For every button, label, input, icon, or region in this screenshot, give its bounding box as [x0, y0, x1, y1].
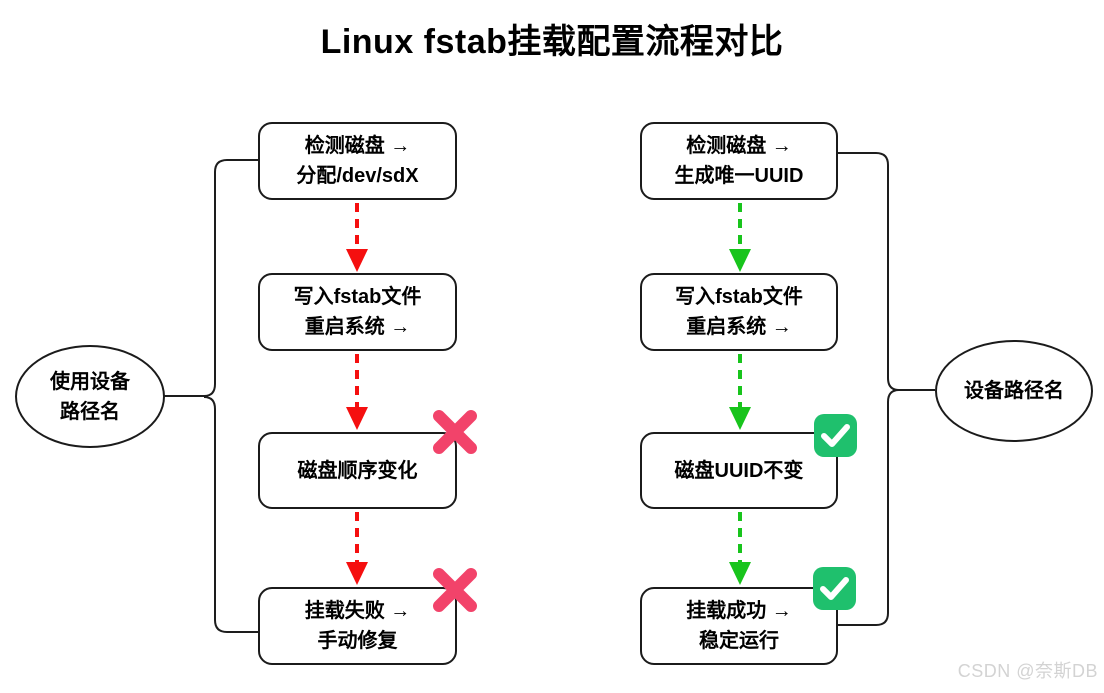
flow-node-write-fstab-right: 写入fstab文件 重启系统 → [640, 273, 838, 351]
flow-node-mount-success: 挂载成功 → 稳定运行 [640, 587, 838, 665]
flow-node-disk-order-change: 磁盘顺序变化 [258, 432, 457, 509]
flow-node-mount-failure: 挂载失败 → 手动修复 [258, 587, 457, 665]
failure-arrow-1-head [346, 249, 368, 272]
check-icon [813, 567, 856, 615]
success-arrow-2-head [729, 407, 751, 430]
cross-icon [429, 564, 481, 621]
success-arrow-1-head [729, 249, 751, 272]
right-bracket-lower [838, 389, 900, 626]
check-icon [814, 414, 857, 462]
flow-root-device-path: 使用设备 路径名 [15, 345, 165, 448]
failure-arrow-3-head [346, 562, 368, 585]
success-arrow-3-head [729, 562, 751, 585]
flow-node-uuid-unchanged: 磁盘UUID不变 [640, 432, 838, 509]
flow-root-uuid-path: 设备路径名 [935, 340, 1093, 442]
csdn-watermark: CSDN @奈斯DB [957, 661, 1098, 681]
right-bracket-upper [838, 152, 900, 391]
flow-node-write-fstab-left: 写入fstab文件 重启系统 → [258, 273, 457, 351]
left-bracket-lower [203, 396, 258, 633]
cross-icon [429, 406, 481, 463]
left-bracket-upper [203, 159, 258, 397]
flow-node-detect-disk-uuid: 检测磁盘 → 生成唯一UUID [640, 122, 838, 200]
diagram-title: Linux fstab挂载配置流程对比 [320, 23, 784, 61]
flow-node-detect-disk-sdx: 检测磁盘 → 分配/dev/sdX [258, 122, 457, 200]
failure-arrow-2-head [346, 407, 368, 430]
